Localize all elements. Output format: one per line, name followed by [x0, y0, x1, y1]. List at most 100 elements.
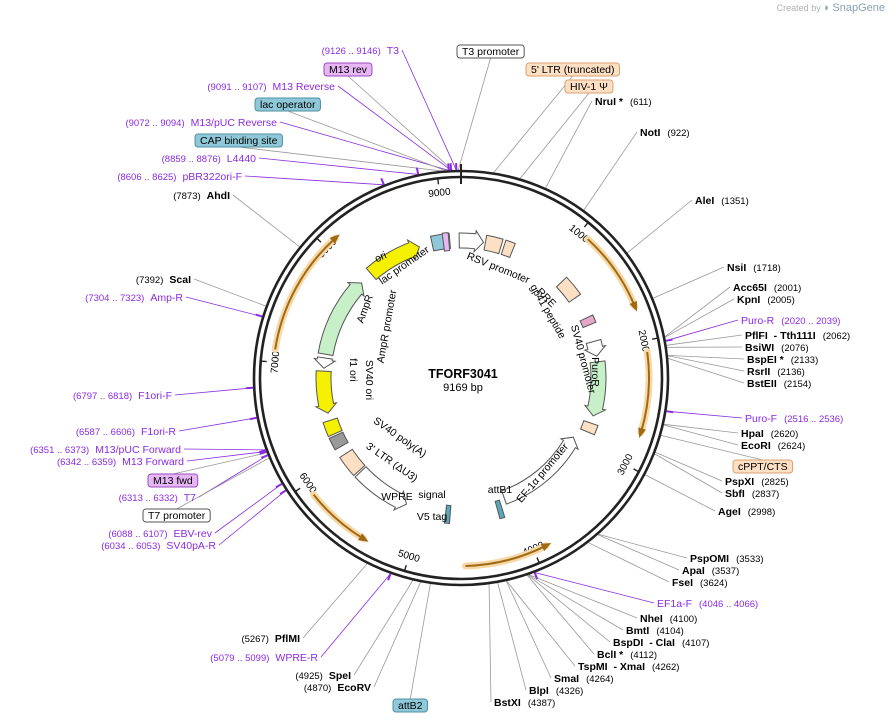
primer-site-tick [535, 573, 537, 580]
leader-line [584, 132, 637, 210]
leader-line [645, 475, 715, 511]
primer-t7: (6313 .. 6332)T7 [119, 492, 197, 504]
site-scai: (7392)ScaI [136, 274, 191, 286]
site-hpai: HpaI(2620) [741, 428, 798, 440]
leader-line [173, 453, 267, 474]
site-spei: (4925)SpeI [295, 670, 351, 682]
feature-puror: PuroR [589, 357, 601, 387]
leader-line [245, 176, 384, 185]
tick-label: 9000 [428, 187, 452, 201]
leader-line [338, 86, 451, 170]
box-label-hiv-1: HIV-1 Ψ [570, 81, 608, 93]
snapgene-logo-icon: ◗ [823, 2, 830, 14]
f1-ori-block [316, 371, 337, 413]
site-bmti: BmtI(4104) [626, 625, 684, 637]
site-bsteii: BstEII(2154) [747, 378, 811, 390]
primer-sv40pa-r: (6034 .. 6053)SV40pA-R [101, 540, 216, 552]
primer-puro-r: Puro-R(2020 .. 2039) [741, 315, 840, 327]
leader-line [179, 418, 257, 431]
box-label-cap-binding-site: CAP binding site [200, 135, 278, 147]
feature-rsv-promoter: RSV promoter [465, 250, 532, 286]
box-label-t7-promoter: T7 promoter [148, 510, 206, 522]
box-label-m13-fwd: M13 fwd [153, 475, 193, 487]
leader-line [666, 320, 738, 341]
leader-line [666, 411, 742, 418]
primer-site-tick [280, 490, 286, 494]
primer-t3: (9126 .. 9146)T3 [322, 45, 400, 57]
leader-line [535, 573, 654, 603]
leader-line [489, 584, 491, 702]
box-label-attb2: attB2 [398, 700, 423, 712]
leader-line [653, 267, 724, 298]
leader-line [215, 484, 282, 533]
primer-site-tick [417, 168, 418, 175]
leader-line [498, 583, 526, 690]
leader-line [655, 454, 722, 493]
tick-mark [634, 469, 639, 472]
gp41-peptide-block [580, 315, 596, 328]
primer-ef1a-f: EF1a-F(4046 .. 4066) [657, 598, 758, 610]
tick-mark [317, 238, 321, 242]
ampr-promoter-block [314, 357, 335, 368]
orf-arc-halo [588, 239, 635, 306]
snapgene-watermark: Created by ◗ SnapGene [777, 2, 885, 14]
leader-line [410, 584, 430, 699]
site-tspmi-xmai: TspMI - XmaI(4262) [578, 661, 679, 673]
leader-line [374, 582, 421, 687]
tick-label: 3000 [616, 452, 636, 477]
leader-line [219, 490, 286, 545]
site-pspxi: PspXI(2825) [725, 476, 789, 488]
leader-line [288, 111, 446, 171]
orf-arc-halo [465, 546, 546, 566]
primer-m13-forward: (6342 .. 6359)M13 Forward [57, 456, 184, 468]
site-smai: SmaI(4264) [554, 673, 614, 685]
site-bspdi-clai: BspDI - ClaI(4107) [613, 637, 709, 649]
primer-puro-f: Puro-F(2516 .. 2536) [745, 413, 843, 425]
primer-site-tick [256, 315, 263, 317]
leader-line [233, 195, 300, 247]
ltr-block [484, 235, 503, 253]
site-blpi: BlpI(4326) [529, 685, 583, 697]
box-label-5-ltr-truncated: 5' LTR (truncated) [531, 64, 615, 76]
primer-f1ori-r: (6587 .. 6606)F1ori-R [76, 426, 177, 438]
box-label-m13-rev: M13 rev [329, 64, 368, 76]
box-label-lac-operator: lac operator [260, 99, 316, 111]
site-nrui: NruI *(611) [595, 96, 652, 108]
watermark-prefix: Created by [777, 3, 821, 13]
site-bstxi: BstXI(4387) [494, 697, 555, 709]
leader-line [665, 287, 730, 337]
feature-ampr-promoter: AmpR promoter [375, 288, 400, 364]
box-label-t3-promoter: T3 promoter [462, 46, 520, 58]
feature-ef-1-promoter: EF-1α promoter [514, 441, 571, 506]
feature-v5-tag: V5 tag [417, 511, 448, 523]
leader-line [402, 50, 456, 170]
primer-site-tick [261, 455, 268, 458]
primer-l4440: (8859 .. 8876)L4440 [162, 153, 257, 165]
site-ecorv: (4870)EcoRV [304, 682, 371, 694]
primer-ebv-rev: (6088 .. 6107)EBV-rev [108, 528, 212, 540]
rsv-promoter-block [459, 231, 483, 252]
site-noti: NotI(922) [640, 127, 690, 139]
hiv-psi-block [501, 240, 515, 257]
leader-line [546, 101, 592, 188]
site-pflmi: (5267)PflMI [241, 633, 300, 645]
leader-line [507, 581, 575, 666]
tick-label: 7000 [269, 350, 282, 374]
primer-m13-puc-forward: (6351 .. 6373)M13/pUC Forward [30, 444, 181, 456]
site-fsei: FseI(3624) [672, 577, 727, 589]
site-pflfi-tth111i: PflFI - Tth111I(2062) [745, 330, 850, 342]
site-ahdi: (7873)AhdI [173, 190, 230, 202]
primer-m13-puc-reverse: (9072 .. 9094)M13/pUC Reverse [125, 117, 277, 129]
site-agei: AgeI(2998) [718, 506, 775, 518]
site-apai: ApaI(3537) [682, 565, 739, 577]
leader-line [175, 388, 253, 395]
leader-line [666, 335, 742, 345]
box-label-cppt-cts: cPPT/CTS [738, 461, 788, 473]
plasmid-size: 9169 bp [443, 382, 483, 394]
site-pspomi: PspOMI(3533) [690, 553, 764, 565]
leader-line [186, 297, 262, 317]
cppt-cts-block [581, 421, 598, 435]
plasmid-name: TFORF3041 [428, 367, 498, 381]
